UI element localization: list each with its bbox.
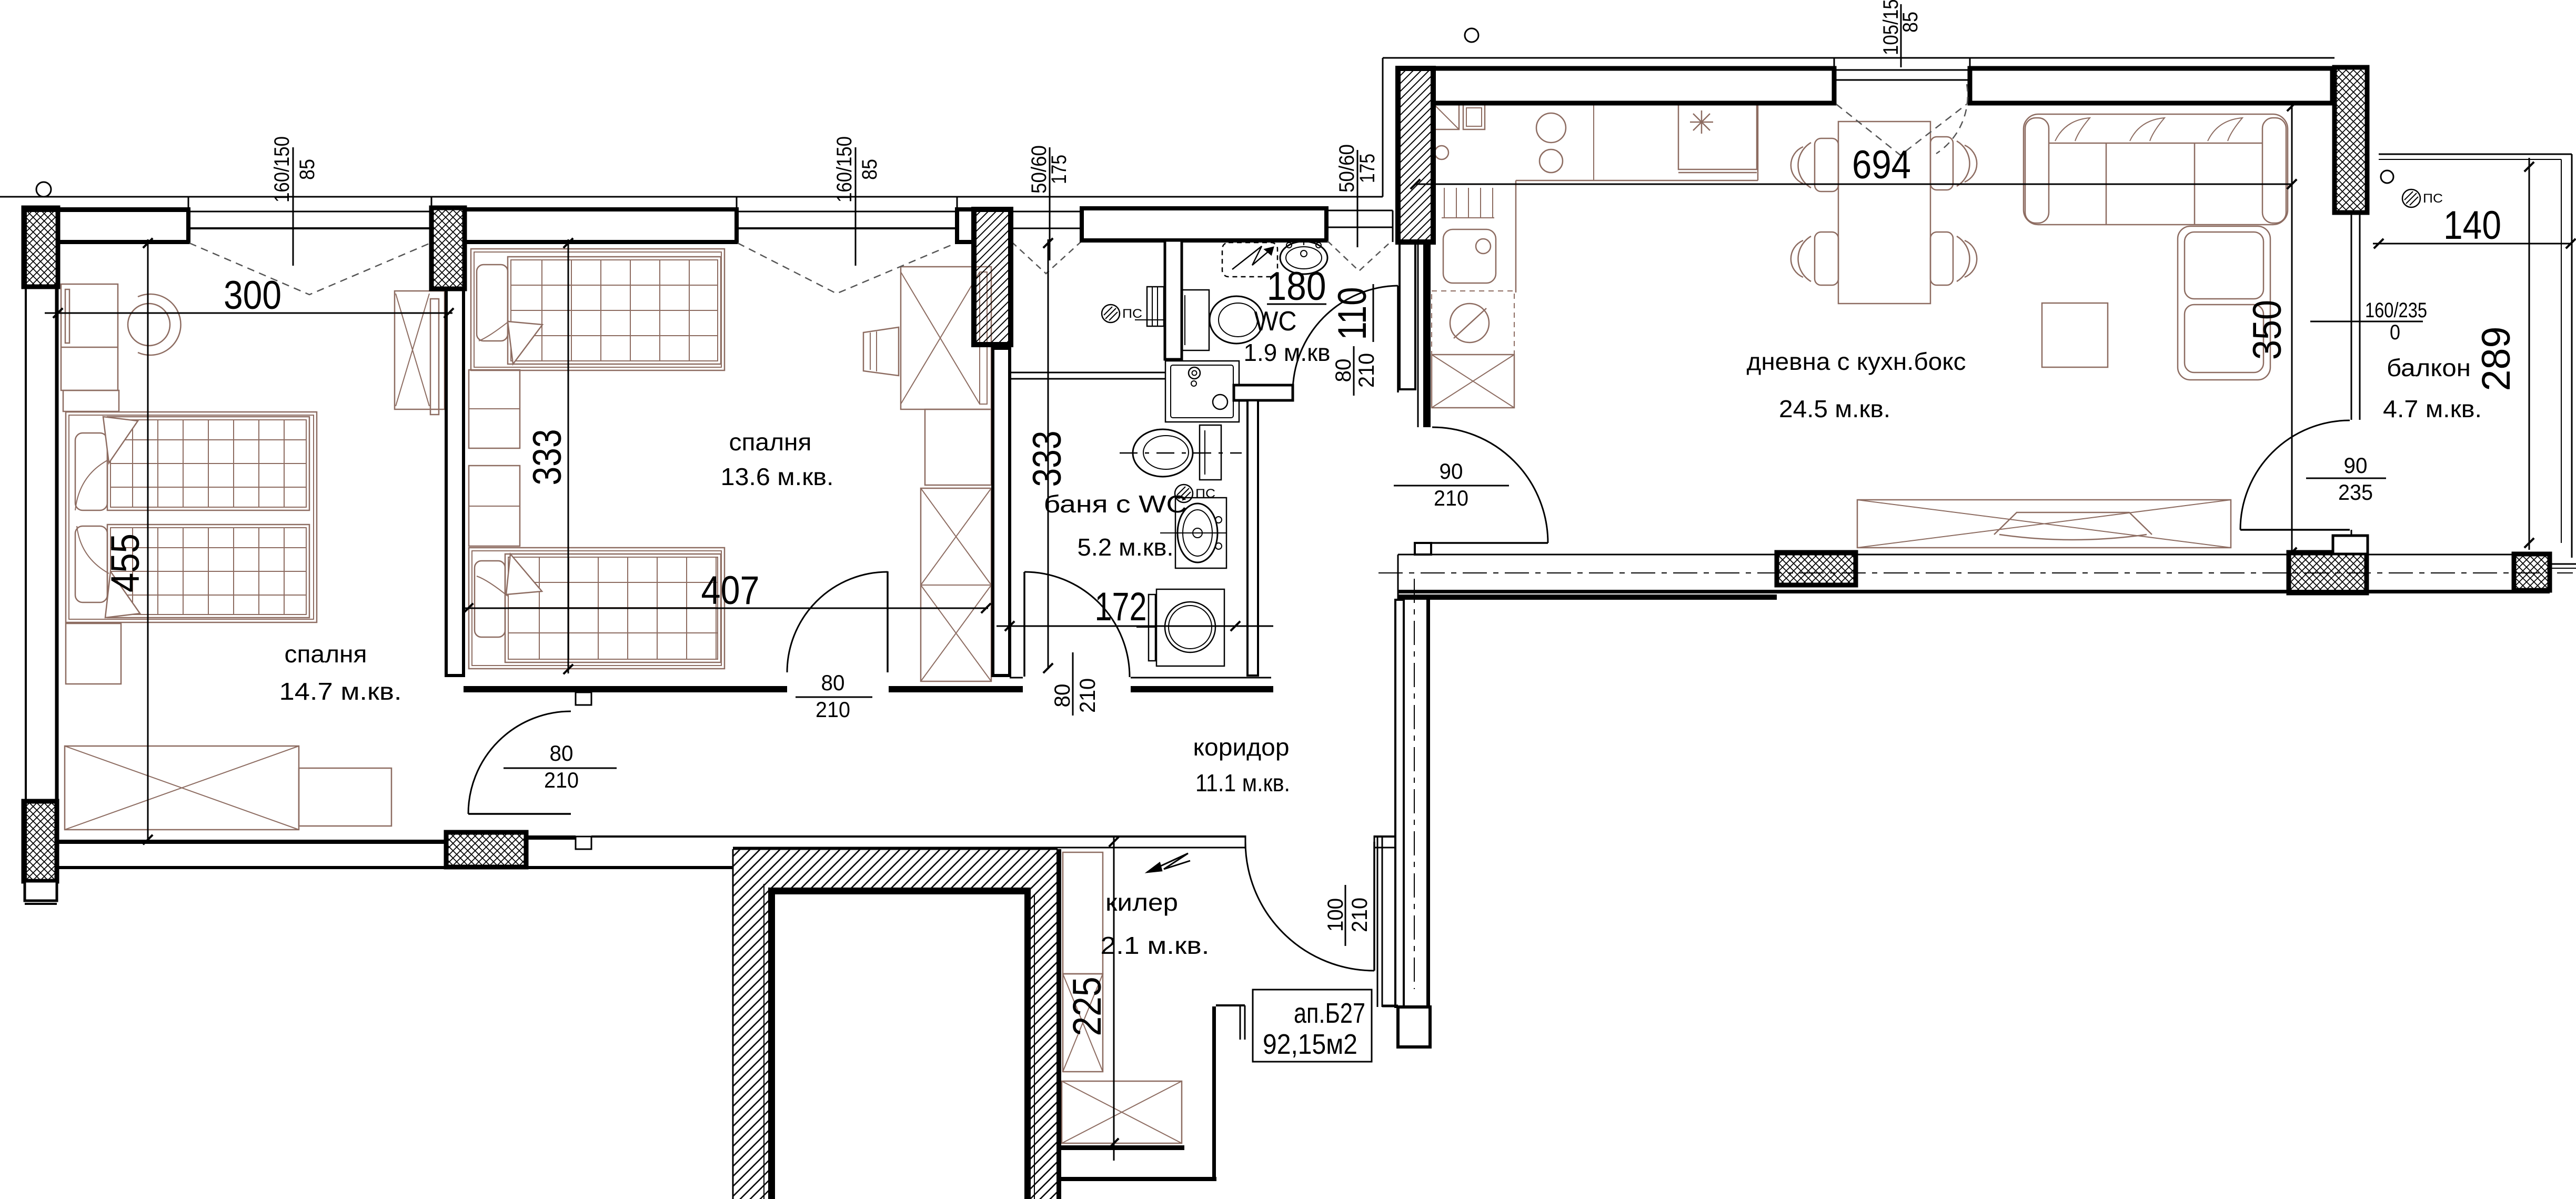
svg-text:80: 80 <box>1331 359 1355 382</box>
svg-text:баня с WC: баня с WC <box>1044 490 1188 518</box>
svg-text:172: 172 <box>1095 585 1147 629</box>
svg-text:100: 100 <box>1323 898 1347 932</box>
svg-text:180: 180 <box>1267 264 1326 309</box>
svg-text:175: 175 <box>1356 154 1379 183</box>
svg-text:2.1 м.кв.: 2.1 м.кв. <box>1101 932 1210 959</box>
svg-text:50/60: 50/60 <box>1028 145 1051 194</box>
svg-text:85: 85 <box>296 159 319 180</box>
svg-text:24.5 м.кв.: 24.5 м.кв. <box>1779 395 1890 422</box>
svg-text:140: 140 <box>2443 203 2501 248</box>
svg-text:0: 0 <box>2390 321 2400 344</box>
svg-text:дневна с кухн.бокс: дневна с кухн.бокс <box>1747 348 1966 375</box>
svg-text:85: 85 <box>1899 12 1922 33</box>
svg-text:225: 225 <box>1065 977 1110 1036</box>
svg-text:210: 210 <box>816 697 850 722</box>
svg-text:80: 80 <box>1050 684 1074 708</box>
svg-text:455: 455 <box>103 533 148 592</box>
svg-text:210: 210 <box>544 768 579 792</box>
svg-text:50/60: 50/60 <box>1335 144 1359 193</box>
svg-text:210: 210 <box>1347 898 1372 932</box>
svg-text:210: 210 <box>1354 353 1378 388</box>
svg-text:235: 235 <box>2338 480 2373 505</box>
svg-text:11.1 м.кв.: 11.1 м.кв. <box>1195 769 1290 797</box>
svg-text:90: 90 <box>1440 459 1463 483</box>
svg-text:спалня: спалня <box>285 640 367 668</box>
svg-text:175: 175 <box>1048 155 1071 184</box>
svg-text:WC: WC <box>1254 306 1297 337</box>
svg-text:80: 80 <box>550 741 573 765</box>
svg-text:ап.Б27: ап.Б27 <box>1294 998 1365 1029</box>
svg-text:350: 350 <box>2245 300 2290 360</box>
svg-text:333: 333 <box>1025 431 1070 487</box>
svg-text:13.6 м.кв.: 13.6 м.кв. <box>721 463 834 490</box>
svg-text:160/150: 160/150 <box>270 136 294 203</box>
svg-text:коридор: коридор <box>1193 733 1290 761</box>
svg-text:ПС: ПС <box>2423 192 2443 206</box>
svg-text:333: 333 <box>525 429 570 486</box>
svg-text:ПС: ПС <box>1195 487 1215 501</box>
svg-text:90: 90 <box>2344 453 2368 478</box>
svg-text:85: 85 <box>858 159 881 180</box>
svg-text:1.9 м.кв: 1.9 м.кв <box>1244 339 1331 366</box>
svg-text:110: 110 <box>1330 287 1375 340</box>
svg-text:спалня: спалня <box>729 428 812 456</box>
svg-text:4.7 м.кв.: 4.7 м.кв. <box>2383 395 2482 422</box>
svg-text:300: 300 <box>224 273 281 318</box>
svg-text:14.7 м.кв.: 14.7 м.кв. <box>279 678 402 705</box>
svg-text:5.2 м.кв.: 5.2 м.кв. <box>1078 533 1174 561</box>
svg-text:ПС: ПС <box>1122 307 1142 321</box>
svg-text:407: 407 <box>701 568 760 613</box>
svg-text:92,15м2: 92,15м2 <box>1263 1029 1357 1060</box>
svg-text:килер: килер <box>1105 889 1178 916</box>
svg-text:балкон: балкон <box>2387 354 2471 381</box>
svg-text:289: 289 <box>2474 327 2519 391</box>
svg-text:160/150: 160/150 <box>833 136 856 203</box>
svg-text:105/150: 105/150 <box>1879 0 1903 55</box>
svg-text:80: 80 <box>821 670 845 695</box>
svg-text:160/235: 160/235 <box>2365 299 2427 322</box>
svg-text:210: 210 <box>1434 486 1468 510</box>
svg-text:210: 210 <box>1075 678 1100 713</box>
svg-text:694: 694 <box>1852 143 1911 187</box>
